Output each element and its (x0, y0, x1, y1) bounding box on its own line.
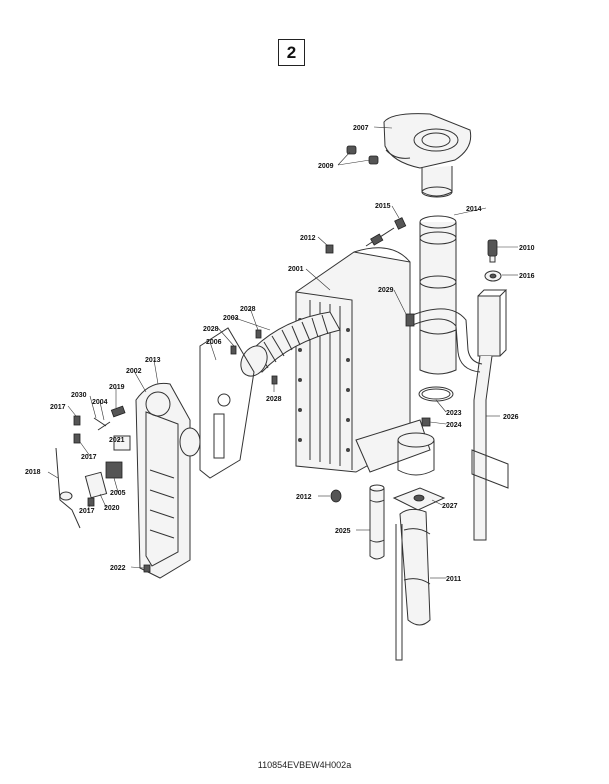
fitting-2024 (421, 417, 431, 427)
flue-tube-2014 (419, 215, 457, 375)
part-label-2010: 2010 (519, 245, 535, 252)
washer-2016 (484, 270, 502, 282)
flue-collar-2007 (383, 113, 472, 198)
part-label-2006: 2006 (206, 339, 222, 346)
part-label-2024: 2024 (446, 422, 462, 429)
hose-2003 (240, 311, 341, 377)
part-label-2012: 2012 (300, 235, 316, 242)
part-label-2012: 2012 (296, 494, 312, 501)
plate-2027 (392, 487, 446, 511)
part-label-2020: 2020 (104, 505, 120, 512)
part-label-2018: 2018 (25, 469, 41, 476)
hose-2011 (395, 508, 431, 661)
ring-2023 (418, 386, 454, 402)
part-label-2028: 2028 (203, 326, 219, 333)
part-label-2023: 2023 (446, 410, 462, 417)
part-label-2028: 2028 (266, 396, 282, 403)
part-label-2026: 2026 (503, 414, 519, 421)
part-label-2007: 2007 (353, 125, 369, 132)
part-label-2011: 2011 (446, 576, 461, 583)
part-label-2019: 2019 (109, 384, 125, 391)
part-label-2030: 2030 (71, 392, 87, 399)
screws-2028 (230, 329, 278, 385)
part-label-2002: 2002 (126, 368, 142, 375)
leader-lines (47, 126, 518, 579)
pipe-2029 (405, 308, 483, 373)
fitting-2012-bottom (330, 489, 342, 503)
part-label-2016: 2016 (519, 273, 535, 280)
part-label-2003: 2003 (223, 315, 239, 322)
part-label-2029: 2029 (378, 287, 394, 294)
part-label-2015: 2015 (375, 203, 391, 210)
part-label-2014: 2014 (466, 206, 482, 213)
part-label-2028: 2028 (240, 306, 256, 313)
burner-door-2013 (135, 382, 201, 579)
sheet-number-box: 2 (278, 39, 305, 66)
part-label-2025: 2025 (335, 528, 351, 535)
sensor-2015 (365, 217, 407, 247)
small-parts-left (55, 405, 151, 573)
part-label-2004: 2004 (92, 399, 108, 406)
part-label-2013: 2013 (145, 357, 161, 364)
tube-2025 (369, 484, 385, 560)
part-label-2009: 2009 (318, 163, 334, 170)
gasket-2006 (199, 327, 255, 479)
part-label-2021: 2021 (109, 437, 125, 444)
spark-plug-2010 (487, 239, 498, 263)
fitting-2012-top (325, 244, 334, 254)
part-label-2005: 2005 (110, 490, 126, 497)
part-label-2027: 2027 (442, 503, 458, 510)
caps-2009 (346, 145, 379, 165)
part-label-2017: 2017 (81, 454, 97, 461)
part-label-2017: 2017 (50, 404, 66, 411)
part-label-2017: 2017 (79, 508, 95, 515)
drawing-code: 110854EVBEW4H002a (257, 760, 352, 770)
part-label-2001: 2001 (288, 266, 304, 273)
heat-exchanger-2001 (295, 247, 435, 476)
part-labels: 2007 2009 2015 2014 2012 2010 2016 2001 … (25, 125, 535, 583)
part-label-2022: 2022 (110, 565, 126, 572)
tube-2026 (471, 289, 509, 541)
